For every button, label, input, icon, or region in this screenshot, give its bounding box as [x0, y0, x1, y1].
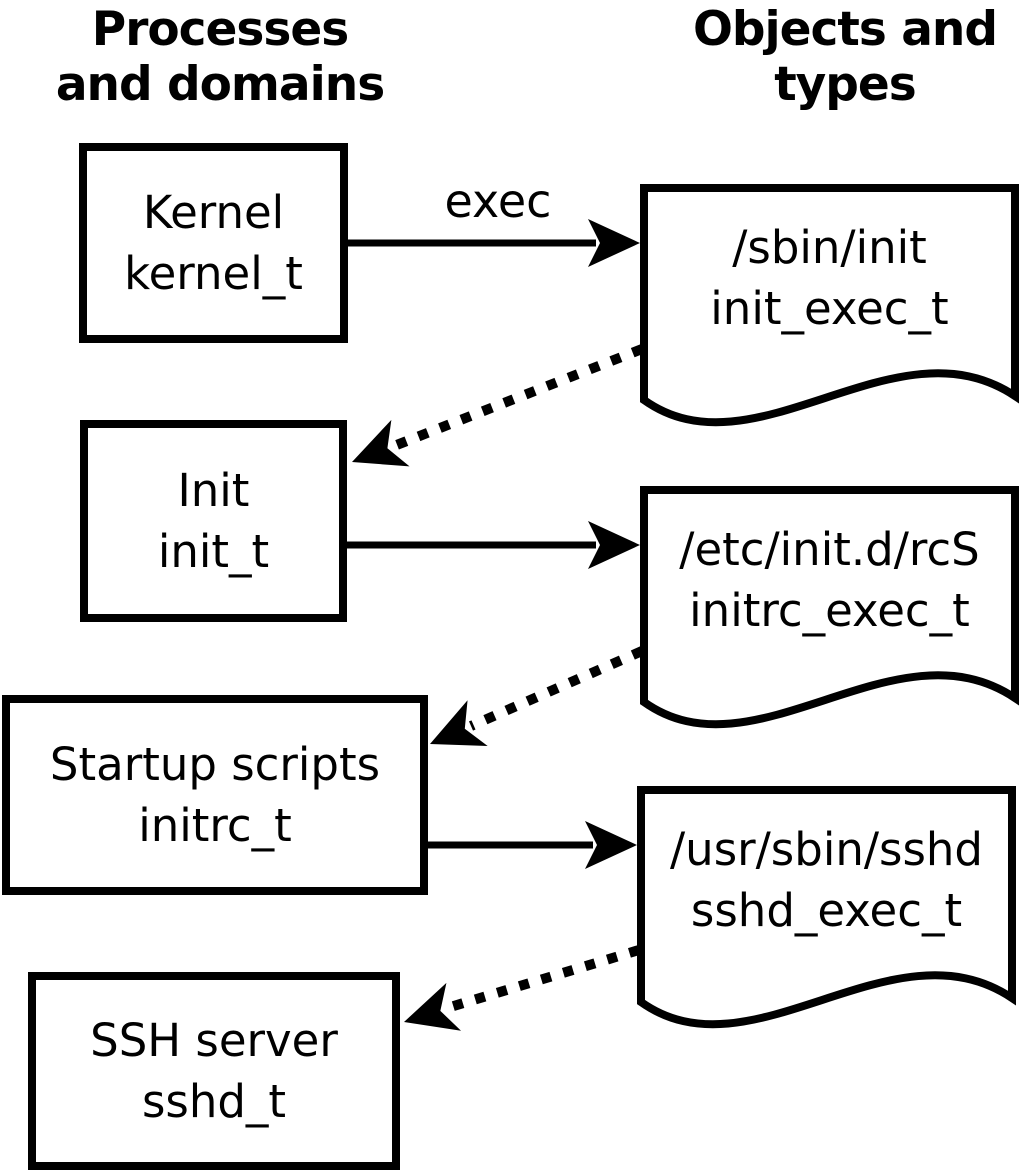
right-column-header: Objects and types	[692, 2, 998, 112]
object-path: /sbin/init	[732, 221, 927, 274]
process-domain: init_t	[157, 525, 270, 578]
exec-arrow-kernel-to-sbin-init	[342, 219, 640, 267]
exec-arrow-label: exec	[444, 174, 552, 228]
process-name: Startup scripts	[49, 738, 381, 791]
object-doc-etc-initd-rcs: /etc/init.d/rcS initrc_exec_t	[640, 486, 1019, 738]
object-type: initrc_exec_t	[689, 584, 970, 637]
transition-arrow-to-initrc	[430, 646, 645, 746]
process-box-ssh-server: SSH server sshd_t	[28, 972, 400, 1170]
process-box-init: Init init_t	[80, 420, 347, 622]
object-doc-usr-sbin-sshd: /usr/sbin/sshd sshd_exec_t	[637, 786, 1016, 1038]
document-shape	[637, 786, 1016, 1029]
object-doc-sbin-init: /sbin/init init_exec_t	[640, 184, 1019, 436]
process-domain: sshd_t	[141, 1075, 287, 1128]
object-type: sshd_exec_t	[690, 884, 963, 937]
object-path: /usr/sbin/sshd	[670, 823, 983, 876]
left-column-header: Processes and domains	[55, 2, 385, 112]
process-box-kernel: Kernel kernel_t	[79, 143, 348, 343]
process-domain: kernel_t	[124, 247, 303, 300]
transition-arrow-to-sshd	[404, 945, 641, 1031]
process-name: Kernel	[142, 186, 285, 239]
document-shape	[640, 184, 1019, 427]
object-type: init_exec_t	[710, 282, 949, 335]
document-shape	[640, 486, 1019, 729]
process-name: SSH server	[90, 1014, 338, 1067]
process-box-startup-scripts: Startup scripts initrc_t	[2, 695, 428, 895]
exec-arrow-init-to-rcs	[341, 521, 640, 569]
object-path: /etc/init.d/rcS	[679, 523, 980, 576]
process-name: Init	[177, 464, 250, 517]
transition-arrow-to-init	[352, 344, 644, 467]
process-domain: initrc_t	[138, 799, 292, 852]
exec-arrow-initrc-to-sshd	[421, 821, 637, 869]
